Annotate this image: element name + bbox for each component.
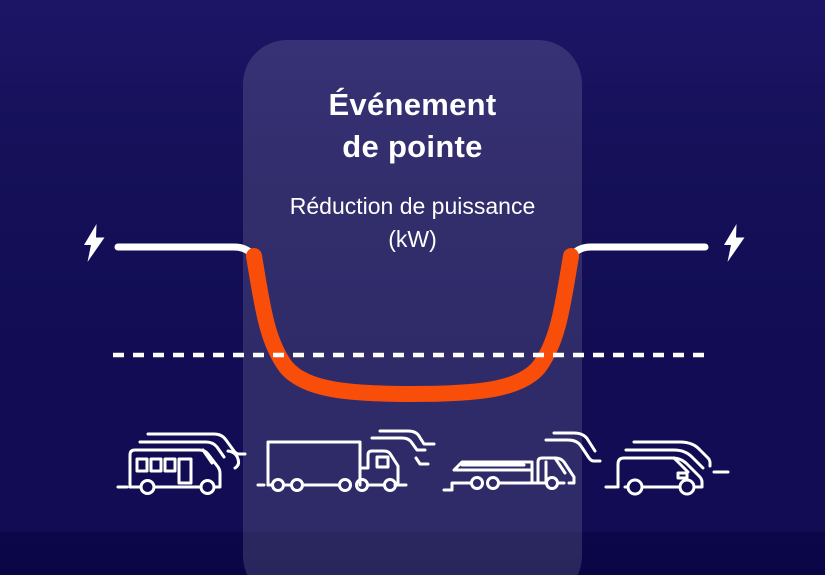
lightning-right-icon — [724, 224, 745, 262]
peak-event-panel — [243, 40, 582, 575]
title-line-2: de pointe — [342, 129, 483, 164]
power-reduction-curve — [246, 248, 579, 403]
bus-icon — [116, 432, 247, 495]
panel-subtitle: Réduction de puissance (kW) — [233, 190, 592, 256]
title-line-1: Événement — [328, 87, 497, 122]
subtitle-line-1: Réduction de puissance — [289, 193, 536, 219]
lightning-left-icon — [84, 224, 105, 262]
panel-title: Événement de pointe — [243, 84, 582, 168]
power-line-left — [114, 243, 261, 267]
box-truck-icon — [256, 429, 436, 492]
flatbed-truck-icon — [442, 431, 602, 492]
cargo-van-icon — [604, 440, 730, 496]
power-line-right — [564, 243, 709, 267]
subtitle-line-2: (kW) — [388, 226, 437, 252]
